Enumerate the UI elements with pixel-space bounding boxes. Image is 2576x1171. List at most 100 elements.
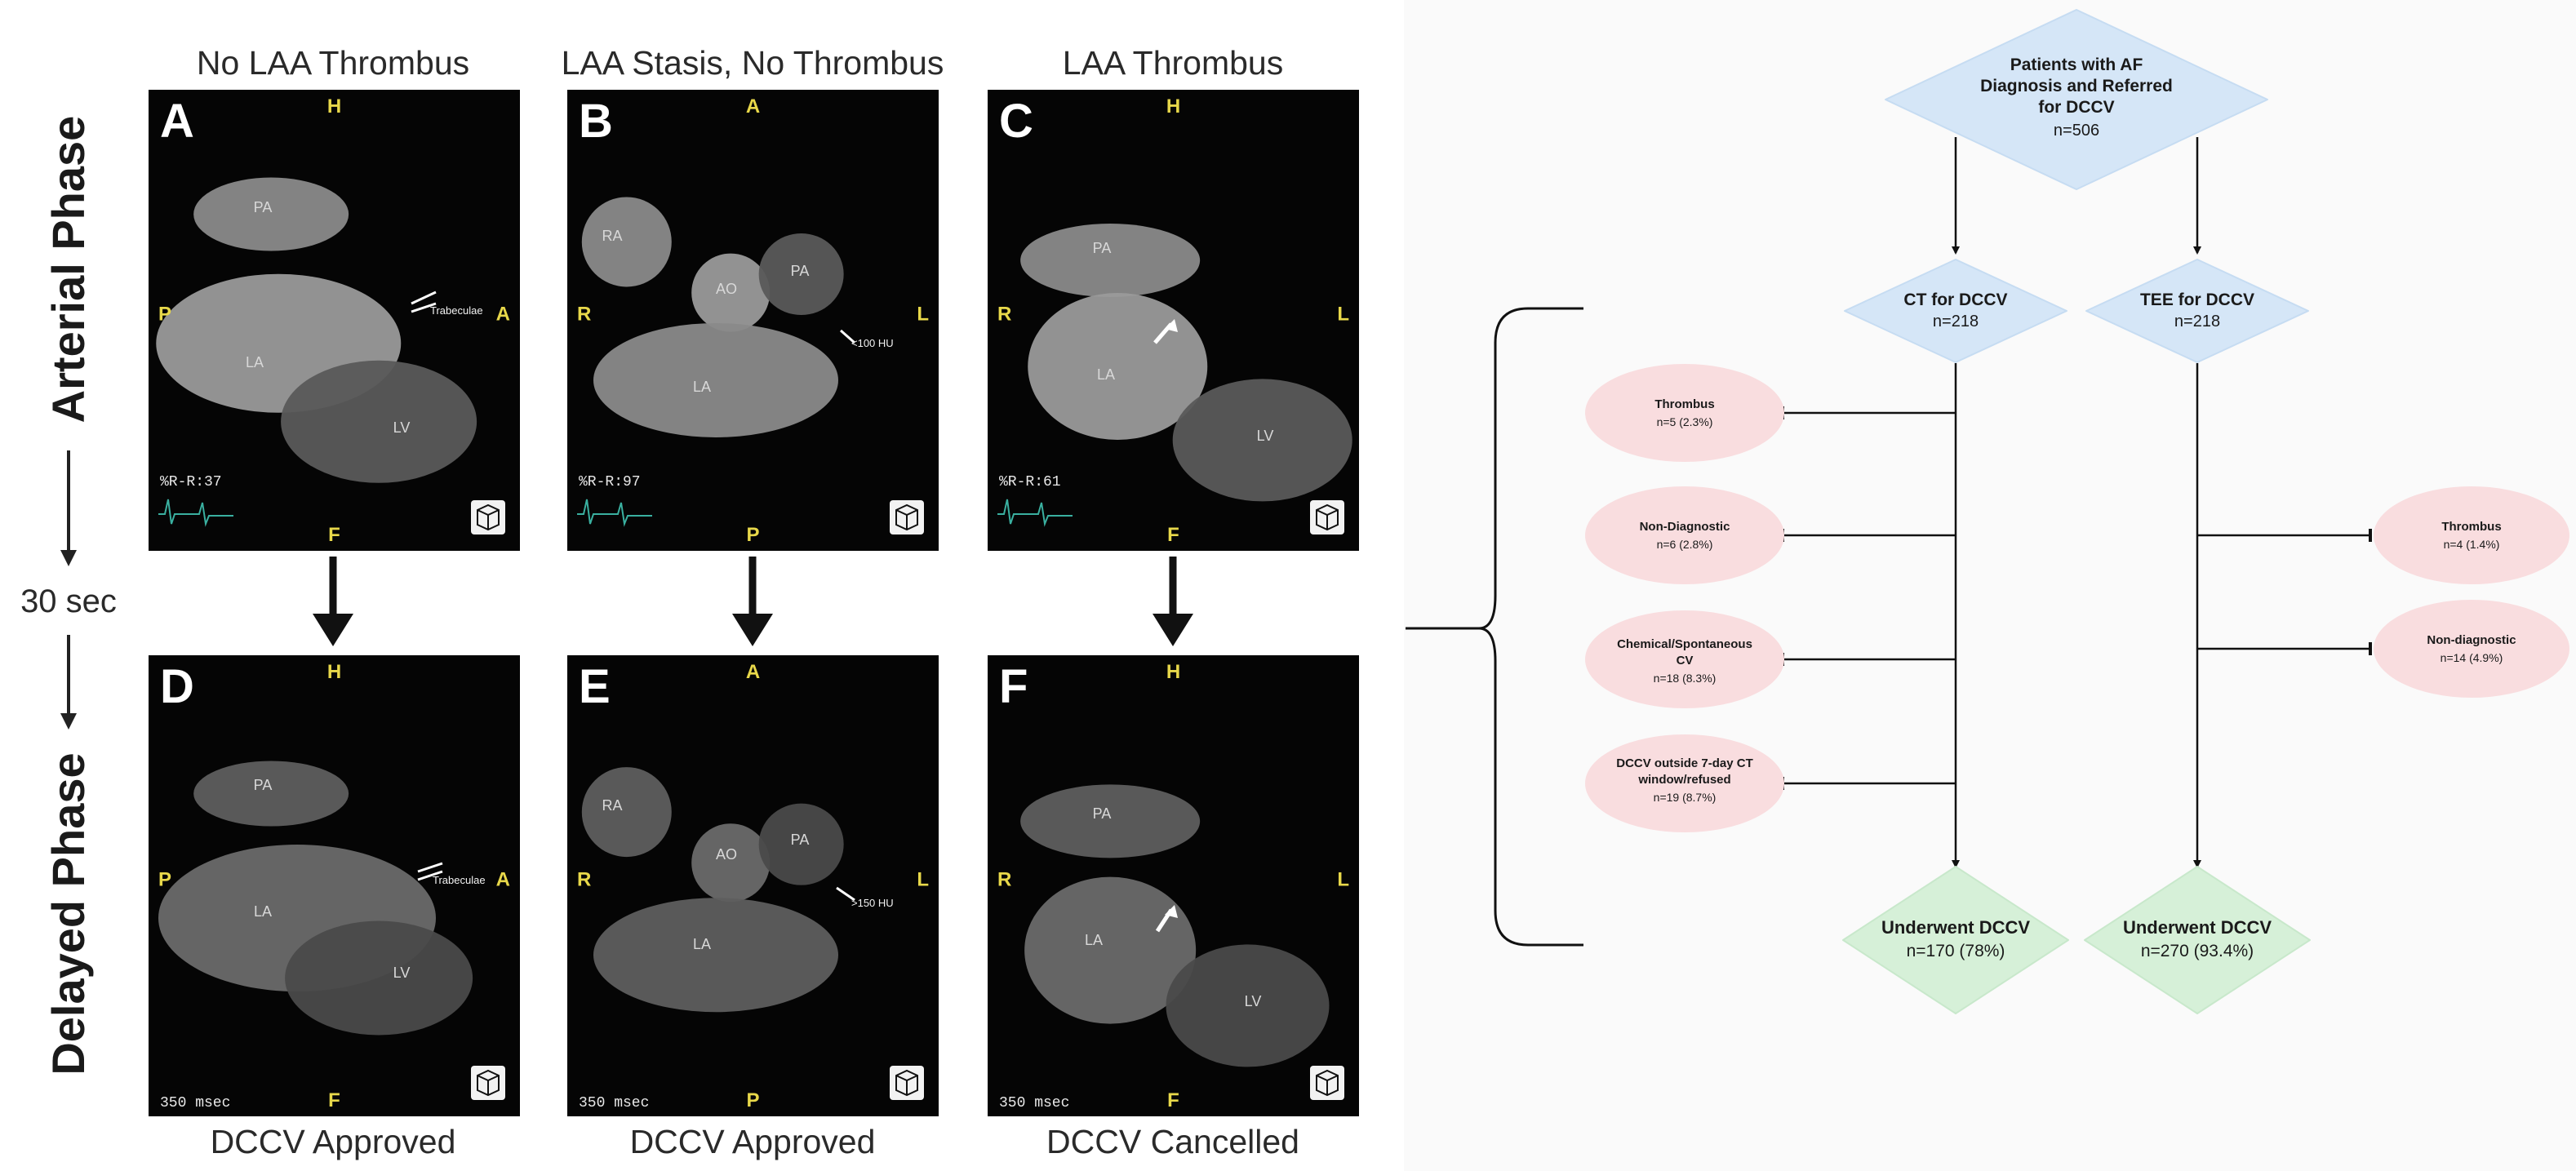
anatomy-label: LA bbox=[693, 379, 711, 395]
tee-count: n=218 bbox=[2174, 313, 2220, 330]
anatomy-label: PA bbox=[1093, 240, 1112, 256]
orientation-left: P bbox=[158, 869, 171, 891]
tee-exclusion-2-label: Non-diagnostic bbox=[2427, 633, 2516, 647]
anatomy-label: PA bbox=[791, 263, 810, 279]
outcome-label-3: DCCV Cancelled bbox=[1046, 1123, 1299, 1160]
anatomy-shape bbox=[691, 253, 771, 332]
orientation-right: A bbox=[496, 869, 510, 891]
orientation-top: H bbox=[327, 661, 341, 683]
acquisition-info: %R-R:97 bbox=[579, 474, 641, 490]
cube-icon-RA bbox=[471, 1066, 505, 1100]
ct-title: CT for DCCV bbox=[1903, 291, 2007, 309]
orientation-top: A bbox=[746, 95, 760, 118]
anatomy-shape bbox=[581, 197, 672, 287]
anatomy-label: LA bbox=[246, 354, 264, 370]
anatomy-shape bbox=[193, 761, 349, 827]
orientation-right: A bbox=[496, 304, 510, 326]
ct-exclusion-3-label-2: CV bbox=[1677, 654, 1694, 668]
ct-exclusion-2: Non-Diagnostic n=6 (2.8%) bbox=[1585, 486, 1784, 584]
annotation-arrow bbox=[417, 870, 443, 881]
annotation-arrow bbox=[411, 302, 437, 313]
ecg-trace bbox=[997, 499, 1073, 527]
tee-exclusion-1-count: n=4 (1.4%) bbox=[2444, 538, 2500, 551]
anatomy-label: PA bbox=[1093, 805, 1112, 822]
anatomy-shape bbox=[1020, 784, 1201, 858]
ct-exclusion-1-label: Thrombus bbox=[1654, 397, 1714, 411]
ct-exclusion-4: DCCV outside 7-day CT window/refused n=1… bbox=[1585, 734, 1784, 832]
panel-letter: B bbox=[579, 95, 613, 148]
anatomy-shape bbox=[593, 898, 838, 1013]
interval-label: 30 sec bbox=[20, 583, 117, 619]
anatomy-label: RA bbox=[602, 228, 622, 244]
tee-title: TEE for DCCV bbox=[2140, 291, 2254, 309]
ct-exclusion-2-label: Non-Diagnostic bbox=[1640, 520, 1730, 534]
annotation-label: Trabeculae bbox=[430, 304, 483, 317]
anatomy-label: LA bbox=[1097, 366, 1115, 383]
delayed-phase-label: Delayed Phase bbox=[42, 752, 94, 1075]
anatomy-label: LV bbox=[1257, 428, 1274, 444]
ecg-trace bbox=[158, 499, 233, 527]
root-line-1: Patients with AF bbox=[2010, 55, 2143, 74]
ct-outcome-title: Underwent DCCV bbox=[1881, 917, 2030, 938]
orientation-left: R bbox=[997, 304, 1011, 326]
anatomy-label: PA bbox=[254, 777, 273, 793]
tee-exclusion-2-count: n=14 (4.9%) bbox=[2441, 651, 2503, 664]
outcome-label-2: DCCV Approved bbox=[630, 1123, 876, 1160]
orientation-top: A bbox=[746, 661, 760, 683]
anatomy-shape bbox=[1166, 944, 1330, 1067]
cube-icon-F bbox=[890, 500, 924, 534]
ct-outcome-count: n=170 (78%) bbox=[1907, 942, 2005, 960]
acquisition-info: 350 msec bbox=[579, 1095, 649, 1111]
orientation-bottom: F bbox=[328, 1089, 340, 1111]
column-header-3: LAA Thrombus bbox=[1063, 44, 1283, 82]
orientation-right: L bbox=[1337, 869, 1349, 891]
transition-arrow-1 bbox=[313, 557, 353, 646]
anatomy-shape bbox=[758, 803, 844, 885]
anatomy-shape bbox=[1024, 876, 1197, 1024]
tee-outcome-node: Underwent DCCV n=270 (93.4%) bbox=[2084, 866, 2311, 1014]
ct-exclusion-1-count: n=5 (2.3%) bbox=[1657, 415, 1713, 428]
transition-arrow-2 bbox=[732, 557, 773, 646]
anatomy-shape bbox=[1020, 224, 1201, 298]
orientation-bottom: P bbox=[746, 524, 759, 546]
anatomy-label: AO bbox=[716, 846, 737, 863]
anatomy-label: LA bbox=[254, 903, 272, 920]
orientation-bottom: F bbox=[1167, 524, 1179, 546]
transition-arrow-3 bbox=[1153, 557, 1193, 646]
acquisition-info: %R-R:37 bbox=[160, 474, 222, 490]
annotation-arrow bbox=[836, 886, 855, 902]
orientation-top: H bbox=[327, 95, 341, 118]
annotation-label: <100 HU bbox=[851, 337, 894, 349]
root-node: Patients with AF Diagnosis and Referred … bbox=[1885, 9, 2268, 190]
panel-letter: E bbox=[579, 660, 611, 713]
acquisition-info: 350 msec bbox=[160, 1095, 230, 1111]
tee-exclusion-1-label: Thrombus bbox=[2441, 520, 2501, 534]
flowchart-background bbox=[1404, 0, 2576, 1171]
annotation-label: >150 HU bbox=[851, 897, 894, 909]
orientation-left: P bbox=[158, 304, 171, 326]
cube-icon-A bbox=[1310, 500, 1344, 534]
orientation-right: L bbox=[917, 869, 929, 891]
cube-icon-RA bbox=[471, 500, 505, 534]
tee-exclusion-1: Thrombus n=4 (1.4%) bbox=[2374, 486, 2569, 584]
orientation-bottom: F bbox=[328, 524, 340, 546]
anatomy-label: LV bbox=[393, 419, 411, 436]
flow-connectors bbox=[1781, 137, 2372, 868]
ct-count: n=218 bbox=[1933, 313, 1979, 330]
ct-node: CT for DCCV n=218 bbox=[1844, 259, 2067, 363]
cube-icon-A bbox=[1310, 1066, 1344, 1100]
root-line-2: Diagnosis and Referred bbox=[1980, 77, 2173, 95]
anatomy-label: LV bbox=[393, 965, 411, 981]
anatomy-label: RA bbox=[602, 797, 622, 814]
acquisition-info: 350 msec bbox=[999, 1095, 1069, 1111]
ct-exclusion-1: Thrombus n=5 (2.3%) bbox=[1585, 364, 1784, 462]
anatomy-label: LV bbox=[1245, 993, 1262, 1009]
column-header-1: No LAA Thrombus bbox=[197, 44, 469, 82]
anatomy-label: LA bbox=[1085, 932, 1103, 948]
outcome-label-1: DCCV Approved bbox=[211, 1123, 456, 1160]
orientation-top: H bbox=[1166, 661, 1180, 683]
panel-letter: C bbox=[999, 95, 1033, 148]
